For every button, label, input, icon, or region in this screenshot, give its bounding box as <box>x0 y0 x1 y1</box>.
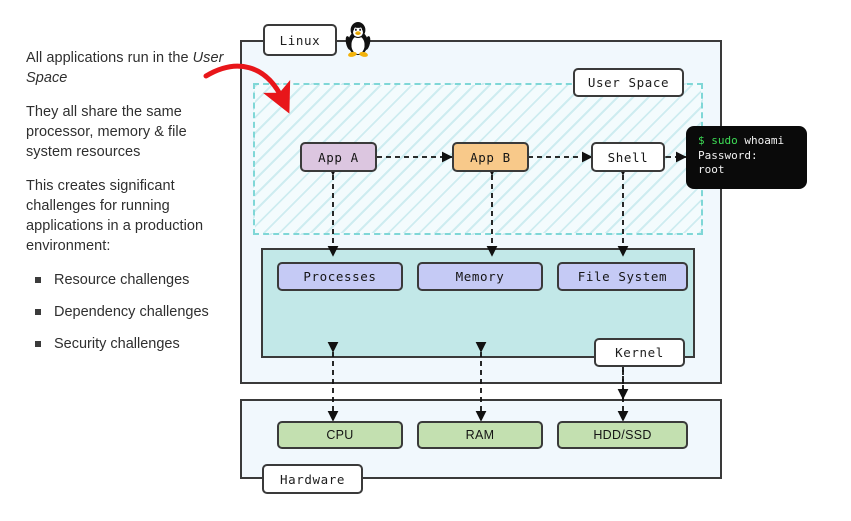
list-item-label: Resource challenges <box>54 272 190 288</box>
label-kernel-text: Kernel <box>615 345 664 360</box>
label-linux-text: Linux <box>279 32 321 48</box>
node-cpu[interactable]: CPU <box>277 421 403 449</box>
list-item: Dependency challenges <box>26 302 226 322</box>
label-hardware[interactable]: Hardware <box>262 464 363 494</box>
node-file-system-label: File System <box>577 269 668 284</box>
node-ram-label: RAM <box>465 428 495 442</box>
label-kernel[interactable]: Kernel <box>594 338 685 367</box>
terminal-prompt-symbol: $ <box>698 134 705 147</box>
challenges-list: Resource challenges Dependency challenge… <box>26 270 226 354</box>
node-processes[interactable]: Processes <box>277 262 403 291</box>
list-item: Resource challenges <box>26 270 226 290</box>
node-file-system[interactable]: File System <box>557 262 688 291</box>
node-hdd-ssd-label: HDD/SSD <box>593 428 652 442</box>
node-shell[interactable]: Shell <box>591 142 665 172</box>
bullet-square-icon <box>35 277 41 283</box>
label-hardware-text: Hardware <box>279 471 345 487</box>
explanation-paragraph-1: All applications run in the User Space <box>26 48 226 88</box>
terminal-line-1: $ sudo whoami <box>698 134 807 149</box>
node-memory-label: Memory <box>455 269 505 284</box>
node-memory[interactable]: Memory <box>417 262 543 291</box>
node-hdd-ssd[interactable]: HDD/SSD <box>557 421 688 449</box>
terminal-line-3: root <box>698 163 725 176</box>
terminal-sudo-keyword: sudo <box>711 134 738 147</box>
list-item: Security challenges <box>26 334 226 354</box>
bullet-square-icon <box>35 341 41 347</box>
terminal-line-2: Password: <box>698 148 758 162</box>
node-shell-label: Shell <box>607 149 649 165</box>
linux-penguin-icon <box>345 22 371 57</box>
list-item-label: Dependency challenges <box>54 304 209 320</box>
node-app-b[interactable]: App B <box>452 142 529 172</box>
node-app-a-label: App A <box>318 149 359 165</box>
label-user-space-text: User Space <box>587 75 670 90</box>
paragraph-1-emphasis: User Space <box>26 50 224 86</box>
terminal-window[interactable]: $ sudo whoami Password: root <box>686 126 807 189</box>
explanation-paragraph-2: They all share the same processor, memor… <box>26 104 187 160</box>
node-processes-label: Processes <box>303 269 377 284</box>
explanation-text-column: All applications run in the User Space T… <box>26 48 226 366</box>
node-app-b-label: App B <box>470 149 511 165</box>
label-linux[interactable]: Linux <box>263 24 337 56</box>
label-user-space[interactable]: User Space <box>573 68 684 97</box>
node-app-a[interactable]: App A <box>300 142 377 172</box>
node-cpu-label: CPU <box>326 428 354 442</box>
bullet-square-icon <box>35 309 41 315</box>
node-ram[interactable]: RAM <box>417 421 543 449</box>
terminal-command: whoami <box>744 134 785 147</box>
paragraph-1-text: All applications run in the <box>26 50 193 66</box>
explanation-paragraph-3: This creates significant challenges for … <box>26 178 204 254</box>
list-item-label: Security challenges <box>54 336 180 352</box>
